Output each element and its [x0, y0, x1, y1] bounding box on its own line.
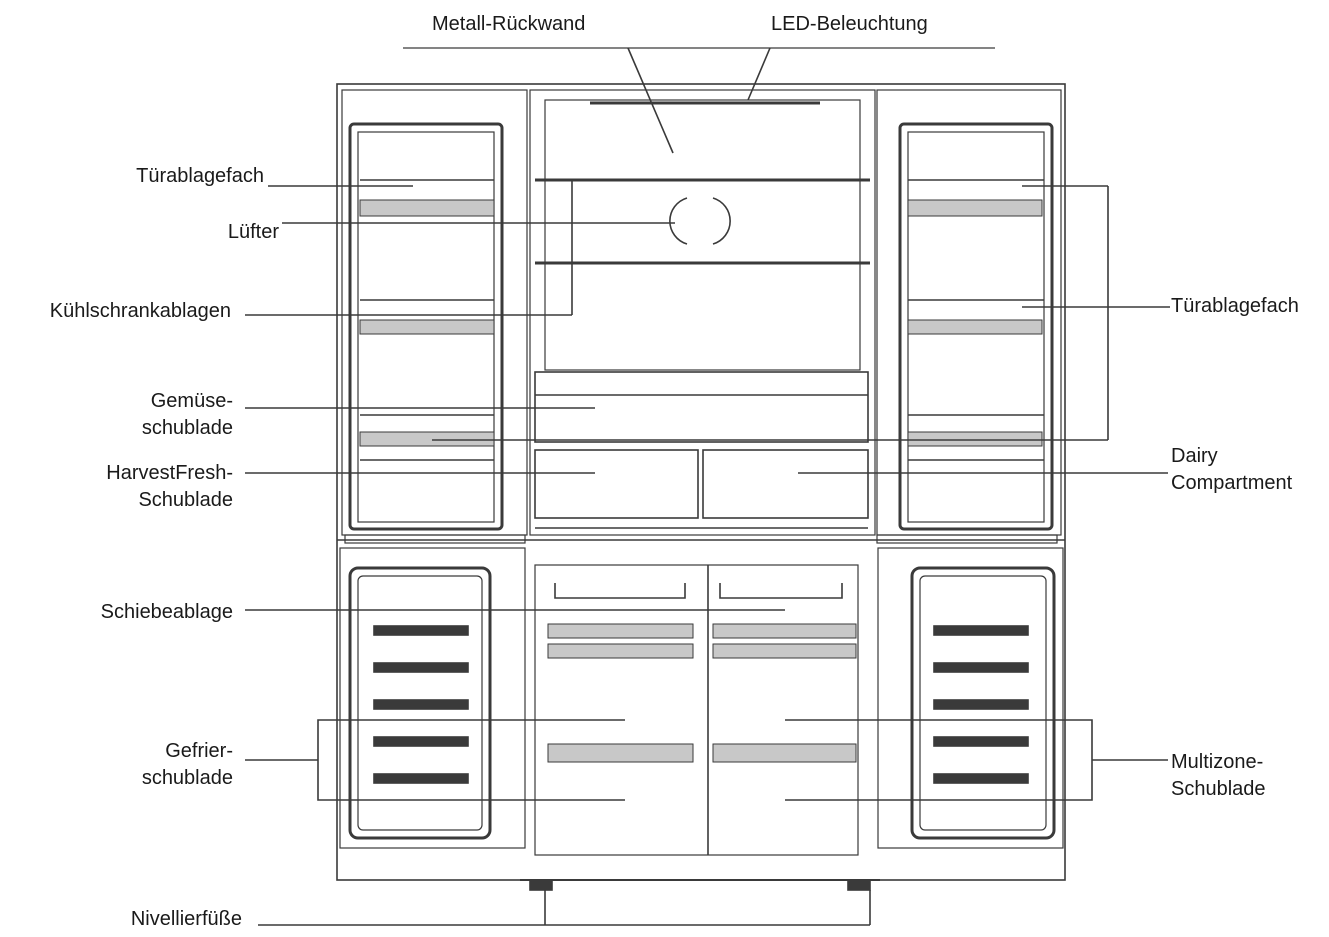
label-gemuese-schublade: Gemüse-schublade — [141, 390, 233, 439]
label-tuerablagefach-left: Türablagefach — [136, 165, 264, 187]
leader-lines — [245, 47, 1170, 926]
freezer-compartment — [534, 564, 859, 856]
label-multizone-schublade: Multizone-Schublade — [1171, 751, 1266, 800]
right-fridge-door — [876, 89, 1062, 544]
vegetable-drawer — [534, 371, 869, 443]
right-freezer-door — [877, 547, 1064, 849]
harvestfresh-drawer — [534, 449, 699, 519]
label-harvestfresh-schublade: HarvestFresh-Schublade — [106, 462, 233, 511]
label-gefrier-schublade: Gefrier-schublade — [141, 740, 233, 789]
left-fridge-door — [341, 89, 528, 544]
label-kuehlschrankablagen: Kühlschrankablagen — [49, 300, 231, 322]
label-led-beleuchtung: LED-Beleuchtung — [771, 13, 928, 35]
leveling-feet — [520, 879, 880, 891]
label-nivellierfuesse: Nivellierfüße — [130, 908, 242, 930]
fridge-compartment — [529, 89, 876, 536]
label-luefter: Lüfter — [227, 221, 279, 243]
label-schiebeablage: Schiebeablage — [100, 601, 233, 623]
label-tuerablagefach-right: Türablagefach — [1171, 295, 1299, 317]
label-metall-rueckwand: Metall-Rückwand — [432, 13, 586, 35]
left-freezer-door — [339, 547, 526, 849]
dairy-drawer — [702, 449, 869, 519]
